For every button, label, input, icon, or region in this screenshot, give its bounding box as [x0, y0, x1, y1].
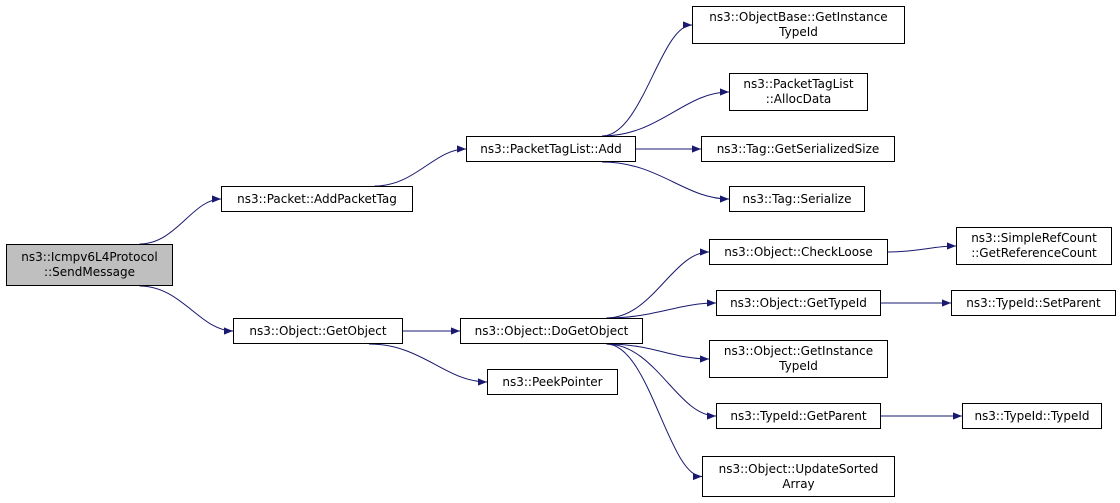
node-typeid-setparent[interactable]: ns3::TypeId::SetParent [951, 290, 1116, 316]
edge-addpackettag-to-ptl-add [374, 145, 467, 187]
node-label: ns3::Object::DoGetObject [474, 323, 629, 338]
node-peekpointer[interactable]: ns3::PeekPointer [487, 369, 618, 395]
node-label: ns3::Object::CheckLoose [724, 244, 873, 259]
node-label: ns3::Object::GetObject [249, 323, 387, 338]
node-tag-getserializedsize[interactable]: ns3::Tag::GetSerializedSize [701, 136, 895, 162]
node-label: TypeId [779, 359, 818, 373]
node-label: ns3::Object::GetTypeId [730, 295, 867, 310]
node-typeid-getparent[interactable]: ns3::TypeId::GetParent [716, 403, 881, 429]
edge-ptl-add-to-objbase-getinstancetypeid [601, 21, 693, 137]
edge-checkloose-to-getreferencecount [887, 242, 957, 253]
node-label: ns3::Icmpv6L4Protocol [21, 250, 158, 264]
edge-dogetobject-to-typeid-getparent [606, 343, 717, 420]
edge-dogetobject-to-obj-getinstancetypeid [606, 343, 710, 363]
node-sendmessage[interactable]: ns3::Icmpv6L4Protocol::SendMessage [6, 244, 173, 286]
node-typeid-typeid[interactable]: ns3::TypeId::TypeId [962, 403, 1102, 429]
node-label: ns3::PacketTagList [743, 77, 854, 91]
node-label: ::SendMessage [44, 265, 135, 279]
node-label: ::AllocData [765, 92, 832, 106]
node-label: ns3::Tag::Serialize [742, 191, 852, 206]
edge-sendmessage-to-getobject [139, 285, 234, 335]
node-label: ns3::Tag::GetSerializedSize [716, 141, 880, 156]
node-label: ns3::Object::GetInstance [723, 344, 874, 358]
node-ptl-add[interactable]: ns3::PacketTagList::Add [466, 136, 636, 162]
node-label: ns3::Packet::AddPacketTag [237, 191, 397, 206]
node-getreferencecount[interactable]: ns3::SimpleRefCount::GetReferenceCount [956, 227, 1112, 265]
node-tag-serialize[interactable]: ns3::Tag::Serialize [729, 186, 865, 212]
node-dogetobject[interactable]: ns3::Object::DoGetObject [460, 318, 643, 344]
edge-dogetobject-to-updatesortedarray [606, 343, 703, 481]
edge-getobject-to-peekpointer [368, 343, 488, 386]
edge-dogetobject-to-checkloose [606, 248, 710, 319]
edge-dogetobject-to-obj-gettypeid [606, 299, 717, 319]
node-label: ns3::TypeId::TypeId [974, 408, 1090, 423]
node-label: ns3::PacketTagList::Add [480, 141, 622, 156]
node-label: ns3::Object::UpdateSorted [718, 461, 879, 476]
node-label: Array [782, 476, 815, 491]
edge-sendmessage-to-addpackettag [139, 195, 222, 245]
node-label: TypeId [779, 25, 818, 39]
node-label: ns3::TypeId::GetParent [730, 408, 867, 423]
node-label: ns3::ObjectBase::GetInstance [709, 10, 888, 24]
node-label: ns3::TypeId::SetParent [966, 295, 1101, 310]
node-ptl-allocdata[interactable]: ns3::PacketTagList::AllocData [729, 73, 868, 111]
node-getobject[interactable]: ns3::Object::GetObject [233, 318, 403, 344]
node-label: ns3::SimpleRefCount [971, 231, 1097, 245]
edge-ptl-add-to-ptl-allocdata [601, 88, 730, 137]
node-label: ns3::PeekPointer [502, 374, 603, 389]
node-checkloose[interactable]: ns3::Object::CheckLoose [709, 239, 888, 265]
node-label: ::GetReferenceCount [971, 246, 1097, 260]
edge-ptl-add-to-tag-serialize [601, 161, 730, 203]
node-obj-gettypeid[interactable]: ns3::Object::GetTypeId [716, 290, 881, 316]
node-addpackettag[interactable]: ns3::Packet::AddPacketTag [221, 186, 413, 212]
